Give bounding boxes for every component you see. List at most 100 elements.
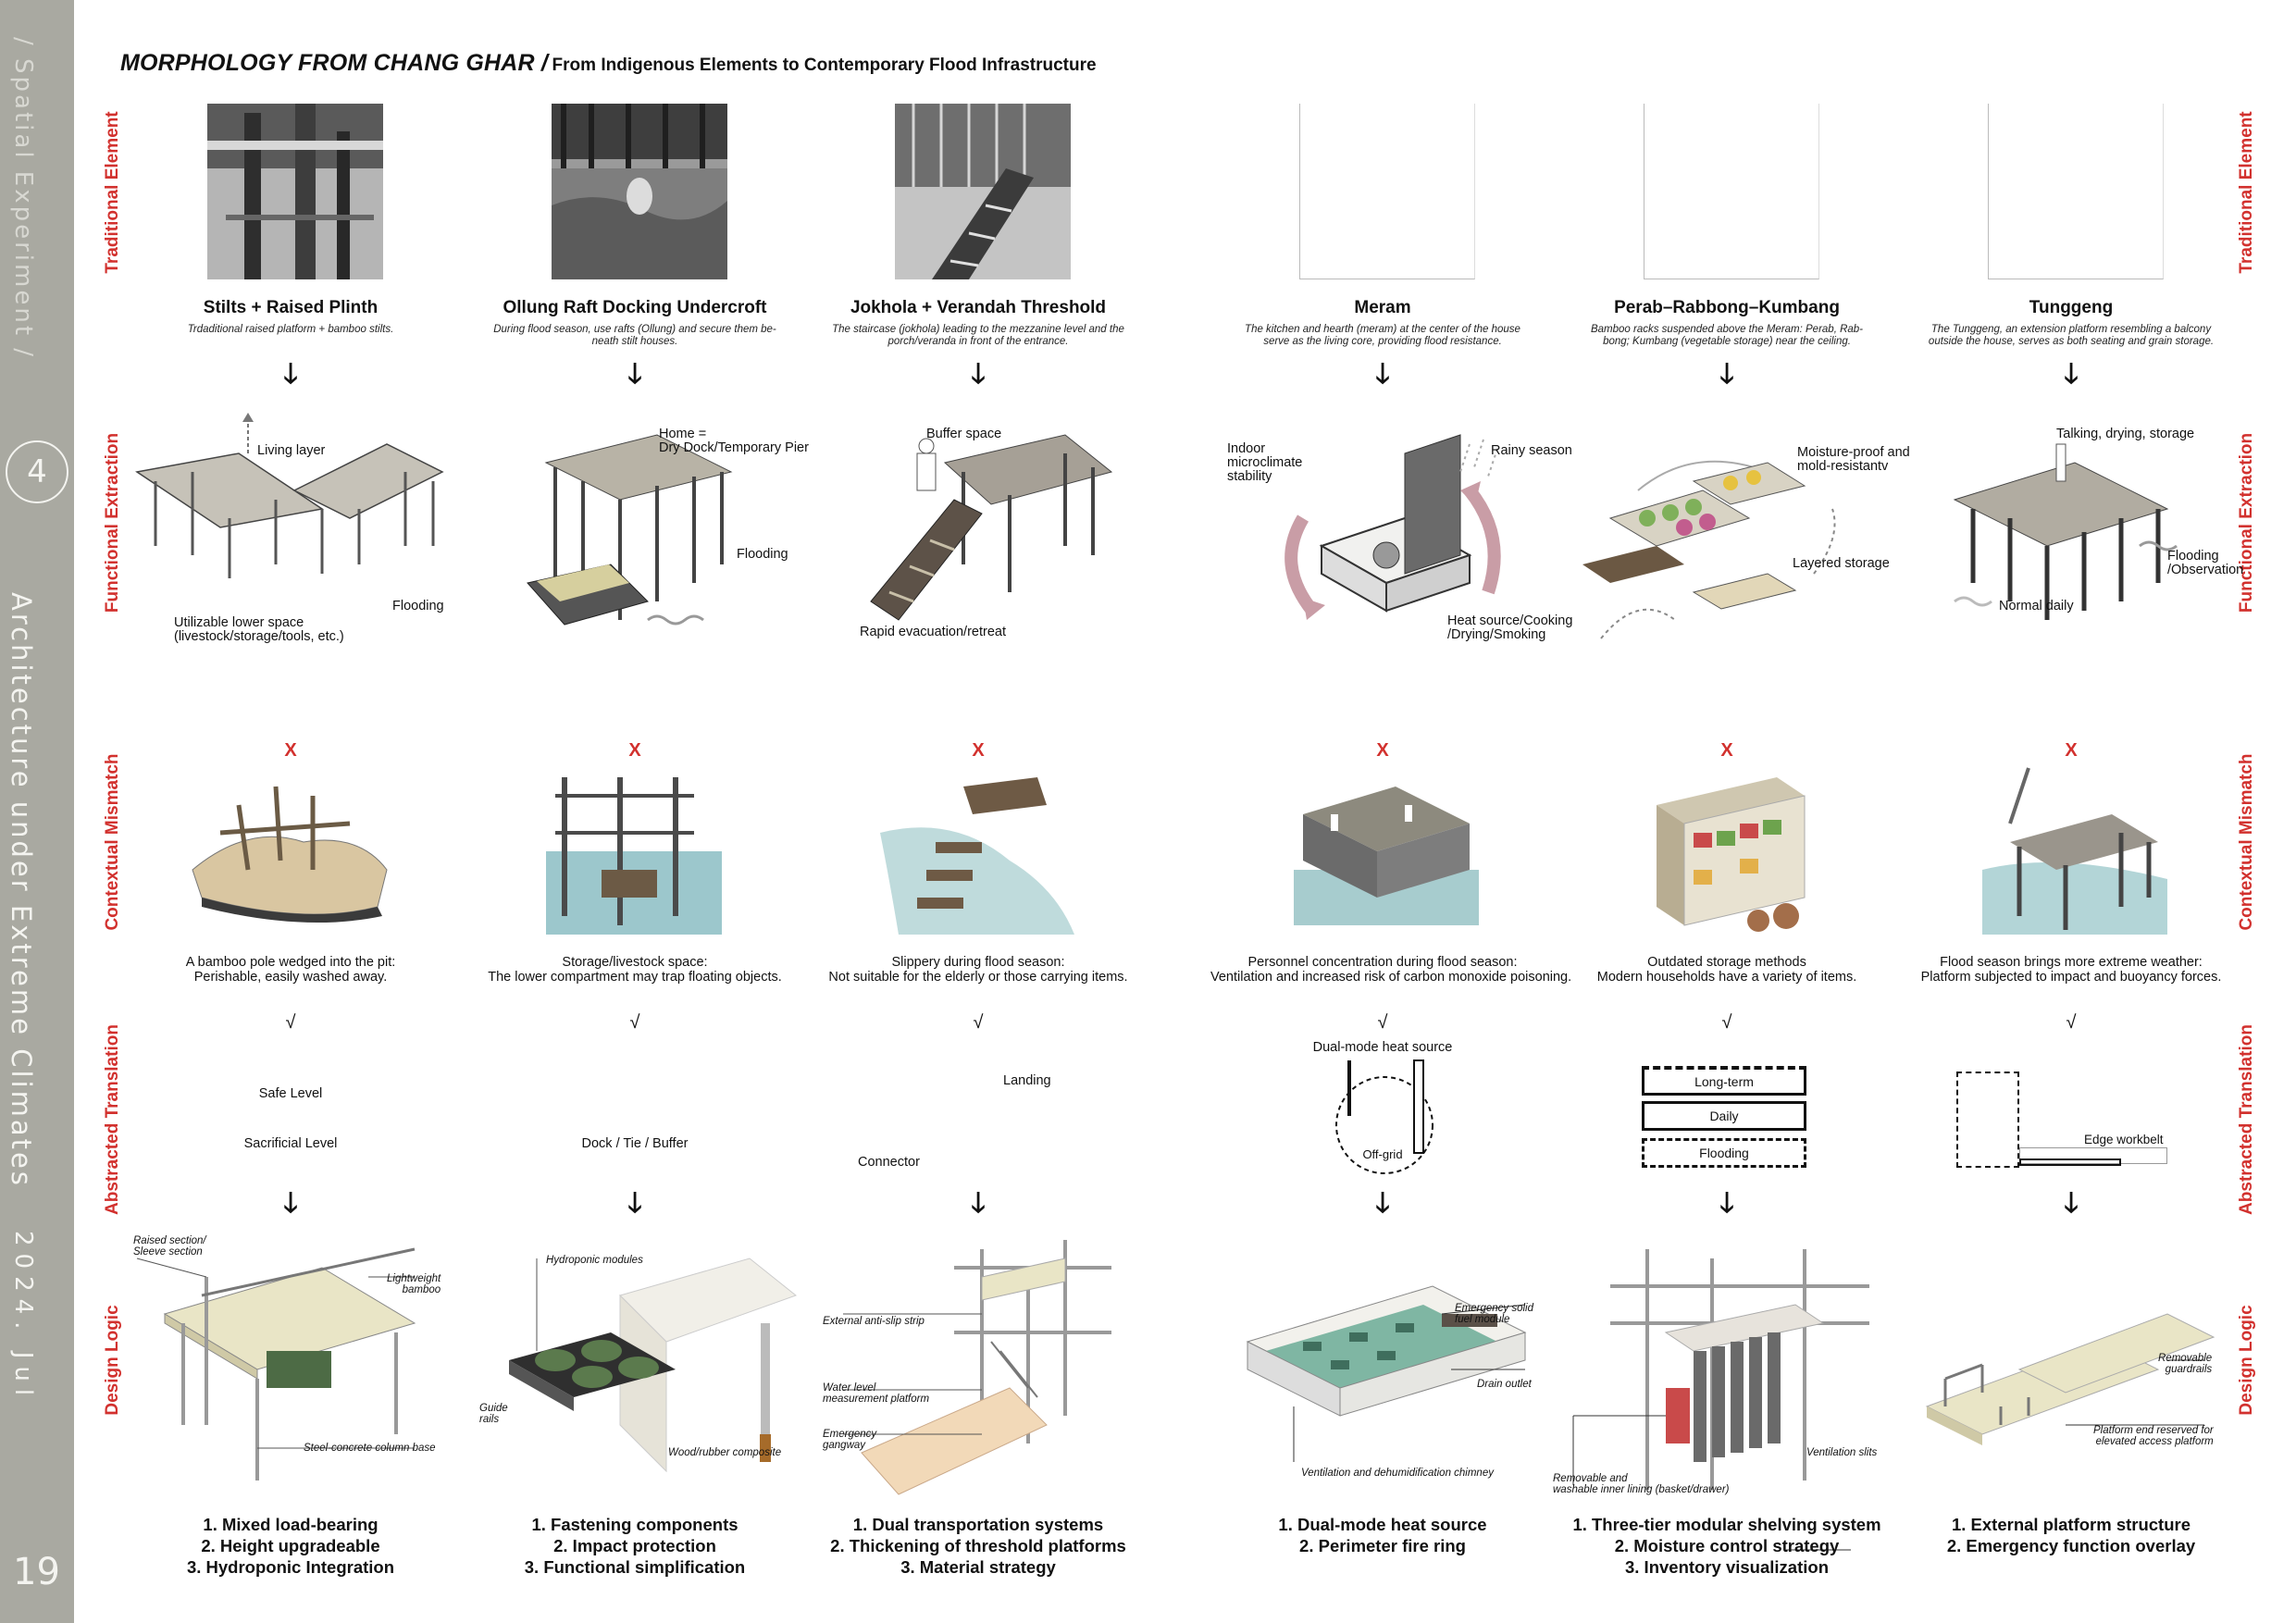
design-logic-list: 1. Dual transportation systems 2. Thicke…: [806, 1514, 1150, 1578]
abstract-label: Dock / Tie / Buffer: [581, 1136, 689, 1151]
check-icon: √: [2066, 1012, 2077, 1033]
abstract-label: Safe Level: [258, 1086, 323, 1101]
element-description: During flood season, use rafts (Ollung) …: [493, 324, 776, 347]
abstract-label: Connector: [858, 1155, 920, 1170]
down-arrow-icon: 🡓: [283, 359, 298, 390]
edge-workbelt-box: [2019, 1147, 2167, 1164]
page-title-subtitle: From Indigenous Elements to Contemporary…: [552, 56, 1097, 75]
page-date: 2024. Jul: [9, 1231, 37, 1404]
functional-label: Living layer: [257, 443, 326, 458]
down-arrow-icon: 🡓: [627, 359, 642, 390]
down-arrow-icon: 🡓: [627, 1188, 642, 1219]
element-name: Tunggeng: [2029, 298, 2114, 317]
down-arrow-icon: 🡓: [283, 1188, 298, 1219]
check-icon: √: [629, 1012, 640, 1033]
logic-item: 3. Hydroponic Integration: [186, 1557, 395, 1577]
logic-item: 2. Impact protection: [553, 1536, 716, 1555]
down-arrow-icon: 🡓: [1719, 359, 1734, 390]
design-label: Platform end reserved for elevated acces…: [2093, 1425, 2214, 1447]
design-logic-list: 1. External platform structure 2. Emerge…: [1899, 1514, 2243, 1556]
element-description: The Tunggeng, an extension platform rese…: [1928, 324, 2215, 347]
tunggeng-mismatch-illustration: [1982, 767, 2167, 935]
element-name: Meram: [1354, 298, 1411, 317]
design-label: Ventilation slits: [1806, 1447, 1878, 1458]
abstract-label: Dual-mode heat source: [1312, 1040, 1453, 1055]
functional-label: Moisture-proof and mold-resistantv: [1797, 445, 1910, 474]
logic-item: 2. Emergency function overlay: [1946, 1536, 2196, 1555]
perab-design-illustration: [1572, 1249, 1869, 1551]
logic-item: 2. Moisture control strategy: [1614, 1536, 1840, 1555]
element-name: Stilts + Raised Plinth: [203, 298, 379, 317]
tunggeng-design-illustration: [1925, 1313, 2215, 1445]
stilts-mismatch-illustration: [192, 786, 388, 923]
design-label: Lightweight bamboo: [387, 1273, 441, 1295]
mismatch-cross-icon: X: [284, 740, 297, 761]
functional-label: Heat source/Cooking /Drying/Smoking: [1447, 613, 1573, 642]
tier-long-term: Long-term: [1642, 1066, 1806, 1096]
design-label: Guide rails: [479, 1403, 508, 1425]
stilts-functional-illustration: [135, 413, 444, 578]
element-description: The kitchen and hearth (meram) at the ce…: [1245, 324, 1520, 347]
design-label: Removable guardrails: [2158, 1353, 2213, 1375]
meram-design-illustration: [1246, 1285, 1527, 1462]
mismatch-cross-icon: X: [2065, 740, 2078, 761]
design-logic-list: 1. Mixed load-bearing 2. Height upgradea…: [118, 1514, 463, 1578]
mismatch-text: Personnel concentration during flood sea…: [1210, 955, 1572, 985]
design-label: Emergency solid fuel module: [1455, 1303, 1534, 1325]
perab-functional-illustration: [1582, 460, 1836, 639]
design-label: Ventilation and dehumidification chimney: [1301, 1468, 1494, 1479]
element-name: Jokhola + Verandah Threshold: [850, 298, 1107, 317]
down-arrow-icon: 🡓: [971, 1188, 986, 1219]
logic-item: 1. Dual transportation systems: [852, 1515, 1104, 1534]
column-jokhola: Jokhola + Verandah Threshold The stairca…: [806, 93, 1150, 1610]
design-logic-list: 1. Three-tier modular shelving system 2.…: [1555, 1514, 1899, 1578]
page-title: MORPHOLOGY FROM CHANG GHAR / From Indige…: [120, 50, 1097, 77]
design-label: Steel-concrete column base: [304, 1443, 436, 1454]
mismatch-cross-icon: X: [1720, 740, 1733, 761]
perab-mismatch-illustration: [1657, 777, 1806, 932]
logic-item: 3. Inventory visualization: [1624, 1557, 1829, 1577]
logic-item: 1. Mixed load-bearing: [203, 1515, 379, 1534]
logic-item: 3. Functional simplification: [524, 1557, 746, 1577]
column-perab: Perab–Rabbong–Kumbang Bamboo racks suspe…: [1553, 93, 1910, 1610]
chapter-title: Architecture under Extreme Climates: [6, 592, 37, 1188]
ollung-mismatch-illustration: [546, 777, 722, 935]
meram-photo-placeholder: [1299, 104, 1475, 279]
design-label: Raised section/ Sleeve section: [133, 1235, 206, 1258]
page-number: 19: [13, 1551, 60, 1593]
mismatch-text: Slippery during flood season: Not suitab…: [828, 955, 1128, 985]
column-stilts: Stilts + Raised Plinth Trdaditional rais…: [118, 93, 463, 1610]
abstract-label: Landing: [1003, 1073, 1051, 1088]
design-label: Wood/rubber composite: [668, 1447, 782, 1458]
functional-label: Rainy season: [1491, 443, 1572, 458]
functional-label: Flooding /Observation: [2167, 549, 2244, 577]
meram-functional-illustration: [1285, 434, 1501, 620]
jokhola-photo: [895, 104, 1071, 279]
functional-label: Indoor microclimate stability: [1227, 441, 1303, 484]
down-arrow-icon: 🡓: [2064, 1188, 2079, 1219]
mismatch-cross-icon: X: [1376, 740, 1389, 761]
functional-label: Talking, drying, storage: [2056, 427, 2195, 441]
design-logic-list: 1. Dual-mode heat source 2. Perimeter fi…: [1210, 1514, 1555, 1556]
down-arrow-icon: 🡓: [1375, 359, 1390, 390]
column-ollung: Ollung Raft Docking Undercroft During fl…: [463, 93, 809, 1610]
functional-label: Rapid evacuation/retreat: [860, 625, 1006, 639]
column-tunggeng: Tunggeng The Tunggeng, an extension plat…: [1899, 93, 2243, 1610]
functional-label: Normal daily: [1999, 599, 2074, 613]
jokhola-functional-illustration: [870, 434, 1113, 621]
functional-label: Layered storage: [1793, 556, 1890, 571]
logic-item: 2. Perimeter fire ring: [1299, 1536, 1466, 1555]
stilts-photo: [207, 104, 383, 279]
mismatch-cross-icon: X: [972, 740, 985, 761]
jokhola-mismatch-illustration: [880, 777, 1074, 935]
functional-label: Flooding: [392, 599, 444, 613]
abstract-volume: [1956, 1072, 2019, 1168]
ollung-functional-illustration: [527, 434, 733, 626]
design-label: Water level measurement platform: [823, 1382, 930, 1405]
logic-item: 1. Fastening components: [531, 1515, 738, 1534]
element-description: Bamboo racks suspended above the Meram: …: [1590, 324, 1864, 347]
down-arrow-icon: 🡓: [2064, 359, 2079, 390]
abstract-label: Edge workbelt: [2084, 1133, 2164, 1146]
abstract-label: Sacrificial Level: [243, 1136, 338, 1151]
column-meram: Meram The kitchen and hearth (meram) at …: [1210, 93, 1572, 1610]
